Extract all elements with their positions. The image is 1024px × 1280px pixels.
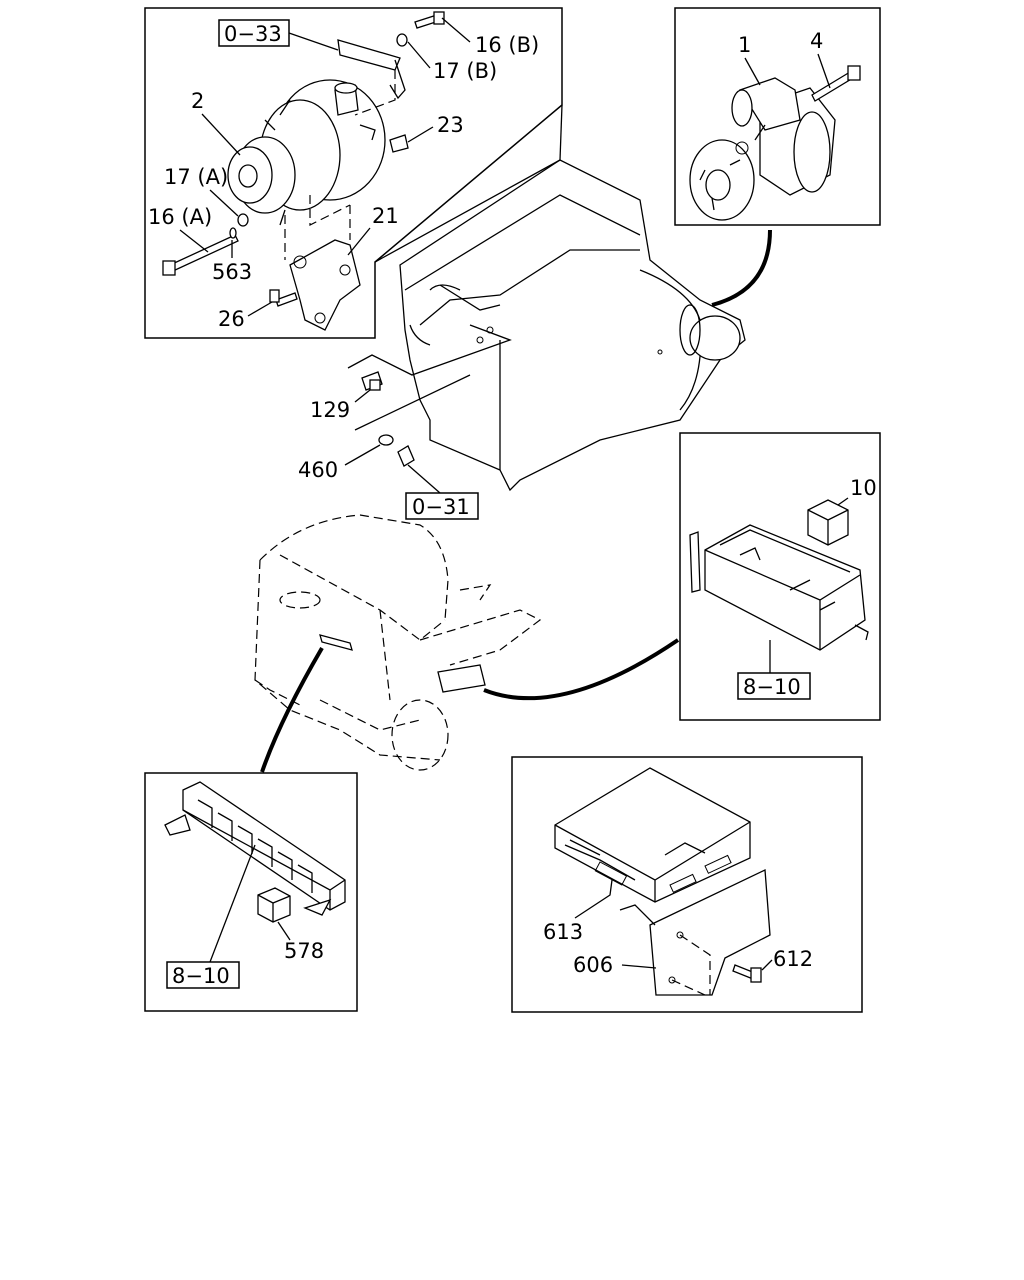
starter-motor: [689, 77, 836, 221]
callout-578: 578: [284, 939, 324, 963]
callout-612: 612: [773, 947, 813, 971]
relay-578: [257, 887, 291, 923]
bolts-washers-alternator: [162, 11, 445, 307]
ref-0-31: 0−31: [412, 495, 470, 519]
ref-8-10-right: 8−10: [743, 675, 801, 699]
starter-detail-box: [674, 7, 881, 226]
callout-460: 460: [298, 458, 338, 482]
ref-0-33: 0−33: [224, 22, 282, 46]
callout-17a: 17 (A): [164, 165, 228, 189]
callout-17b: 17 (B): [433, 59, 497, 83]
relay-box: [689, 524, 869, 651]
engine-block: [399, 159, 746, 492]
callout-16a: 16 (A): [148, 205, 212, 229]
callout-16b: 16 (B): [475, 33, 539, 57]
ref-box-8-10-right: [737, 672, 811, 700]
relay-panel: [164, 781, 346, 916]
ecu-bracket-606: [619, 869, 771, 996]
ecu-detail-box: [511, 756, 863, 1013]
callout-2: 2: [191, 89, 204, 113]
alternator-upper-plate: [337, 39, 406, 116]
callout-606: 606: [573, 953, 613, 977]
cab-to-panel-leader: [260, 646, 324, 773]
ref-8-10-left: 8−10: [172, 964, 230, 988]
relay-panel-detail: [144, 772, 358, 1012]
callout-10: 10: [850, 476, 877, 500]
truck-cab: [254, 514, 542, 771]
alternator-detail-box: [144, 7, 563, 339]
sensor-leaders: [347, 324, 512, 467]
ecu-module: [554, 767, 751, 903]
relay-box-detail: [679, 432, 881, 721]
callout-1: 1: [738, 33, 751, 57]
callout-129: 129: [310, 398, 350, 422]
bracket-21: [284, 195, 361, 331]
starter-bolt-4: [811, 65, 861, 102]
callout-4: 4: [810, 29, 823, 53]
callout-613: 613: [543, 920, 583, 944]
callout-563: 563: [212, 260, 252, 284]
callout-23: 23: [437, 113, 464, 137]
starter-leader: [711, 229, 772, 307]
ref-box-0-31: [405, 492, 479, 520]
alternator: [227, 79, 386, 226]
ref-box-8-10-left: [166, 961, 240, 989]
ecu-bolt-612: [732, 964, 762, 983]
callout-21: 21: [372, 204, 399, 228]
cab-to-relaybox-leader: [483, 638, 680, 701]
callout-26: 26: [218, 307, 245, 331]
relay-10: [807, 499, 849, 546]
